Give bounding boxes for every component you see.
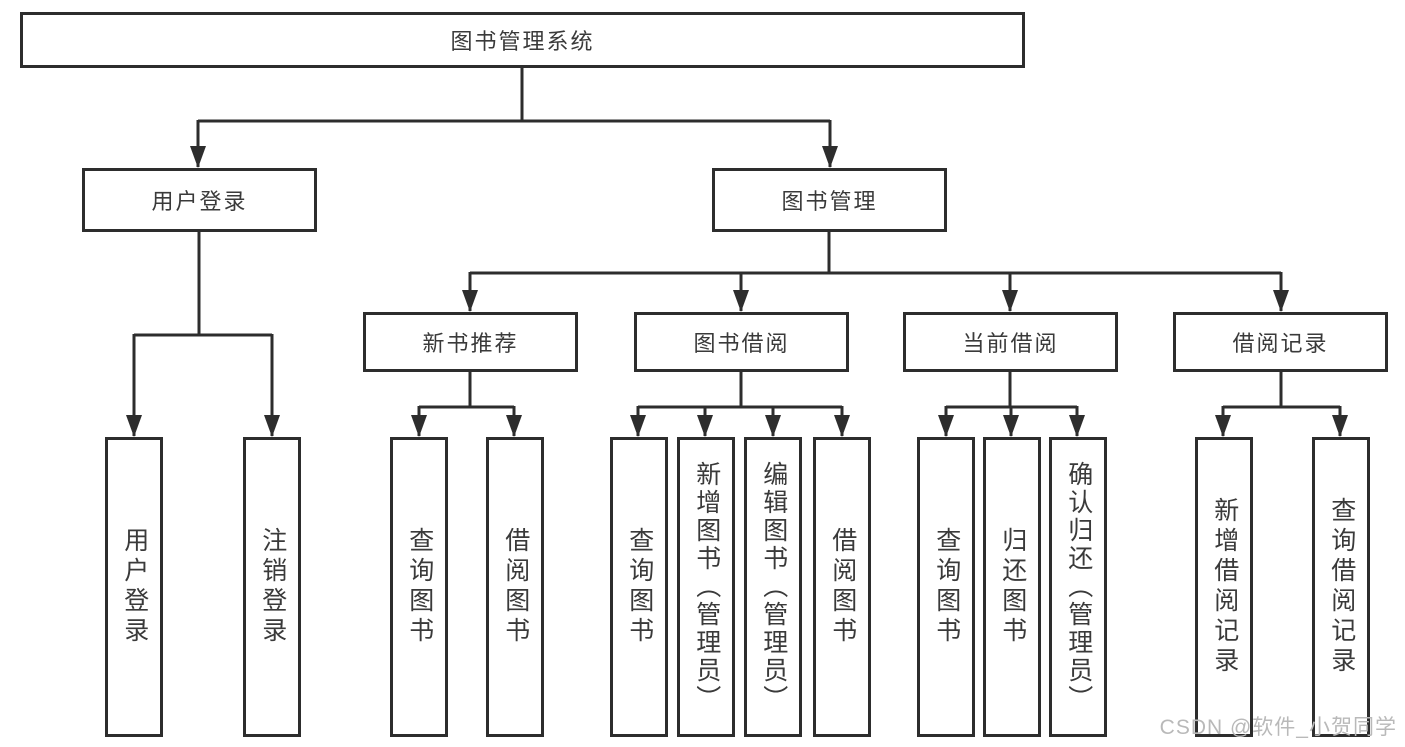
leaf-query-books-1: 查询图书 (390, 437, 448, 737)
leaf-logout: 注销登录 (243, 437, 301, 737)
leaf-borrow-books-2-label: 借阅图书 (828, 527, 857, 647)
leaf-borrow-books-2: 借阅图书 (813, 437, 871, 737)
watermark-text: CSDN @软件_小贺同学 (1159, 716, 1397, 739)
node-book-management: 图书管理 (712, 168, 947, 232)
leaf-query-books-3-label: 查询图书 (932, 527, 961, 647)
leaf-query-books-2-label: 查询图书 (625, 527, 654, 647)
leaf-user-login: 用户登录 (105, 437, 163, 737)
leaf-add-borrow-record-label: 新增借阅记录 (1210, 497, 1239, 677)
node-book-borrowing: 图书借阅 (634, 312, 849, 372)
leaf-query-books-1-label: 查询图书 (405, 527, 434, 647)
leaf-logout-label: 注销登录 (258, 527, 287, 647)
leaf-borrow-books-1-label: 借阅图书 (501, 527, 530, 647)
node-current-borrowing: 当前借阅 (903, 312, 1118, 372)
node-root: 图书管理系统 (20, 12, 1025, 68)
leaf-add-borrow-record: 新增借阅记录 (1195, 437, 1253, 737)
leaf-confirm-return-admin: 确认归还（管理员） (1049, 437, 1107, 737)
leaf-query-books-2: 查询图书 (610, 437, 668, 737)
leaf-query-borrow-record-label: 查询借阅记录 (1327, 497, 1356, 677)
leaf-borrow-books-1: 借阅图书 (486, 437, 544, 737)
node-user-login: 用户登录 (82, 168, 317, 232)
node-borrowing-records: 借阅记录 (1173, 312, 1388, 372)
leaf-return-books-label: 归还图书 (998, 527, 1027, 647)
leaf-return-books: 归还图书 (983, 437, 1041, 737)
leaf-user-login-label: 用户登录 (120, 527, 149, 647)
leaf-add-books-admin: 新增图书（管理员） (677, 437, 735, 737)
leaf-add-books-admin-label: 新增图书（管理员） (692, 461, 721, 713)
leaf-query-books-3: 查询图书 (917, 437, 975, 737)
leaf-edit-books-admin-label: 编辑图书（管理员） (759, 461, 788, 713)
leaf-query-borrow-record: 查询借阅记录 (1312, 437, 1370, 737)
node-new-book-recommend: 新书推荐 (363, 312, 578, 372)
leaf-edit-books-admin: 编辑图书（管理员） (744, 437, 802, 737)
leaf-confirm-return-admin-label: 确认归还（管理员） (1064, 461, 1093, 713)
